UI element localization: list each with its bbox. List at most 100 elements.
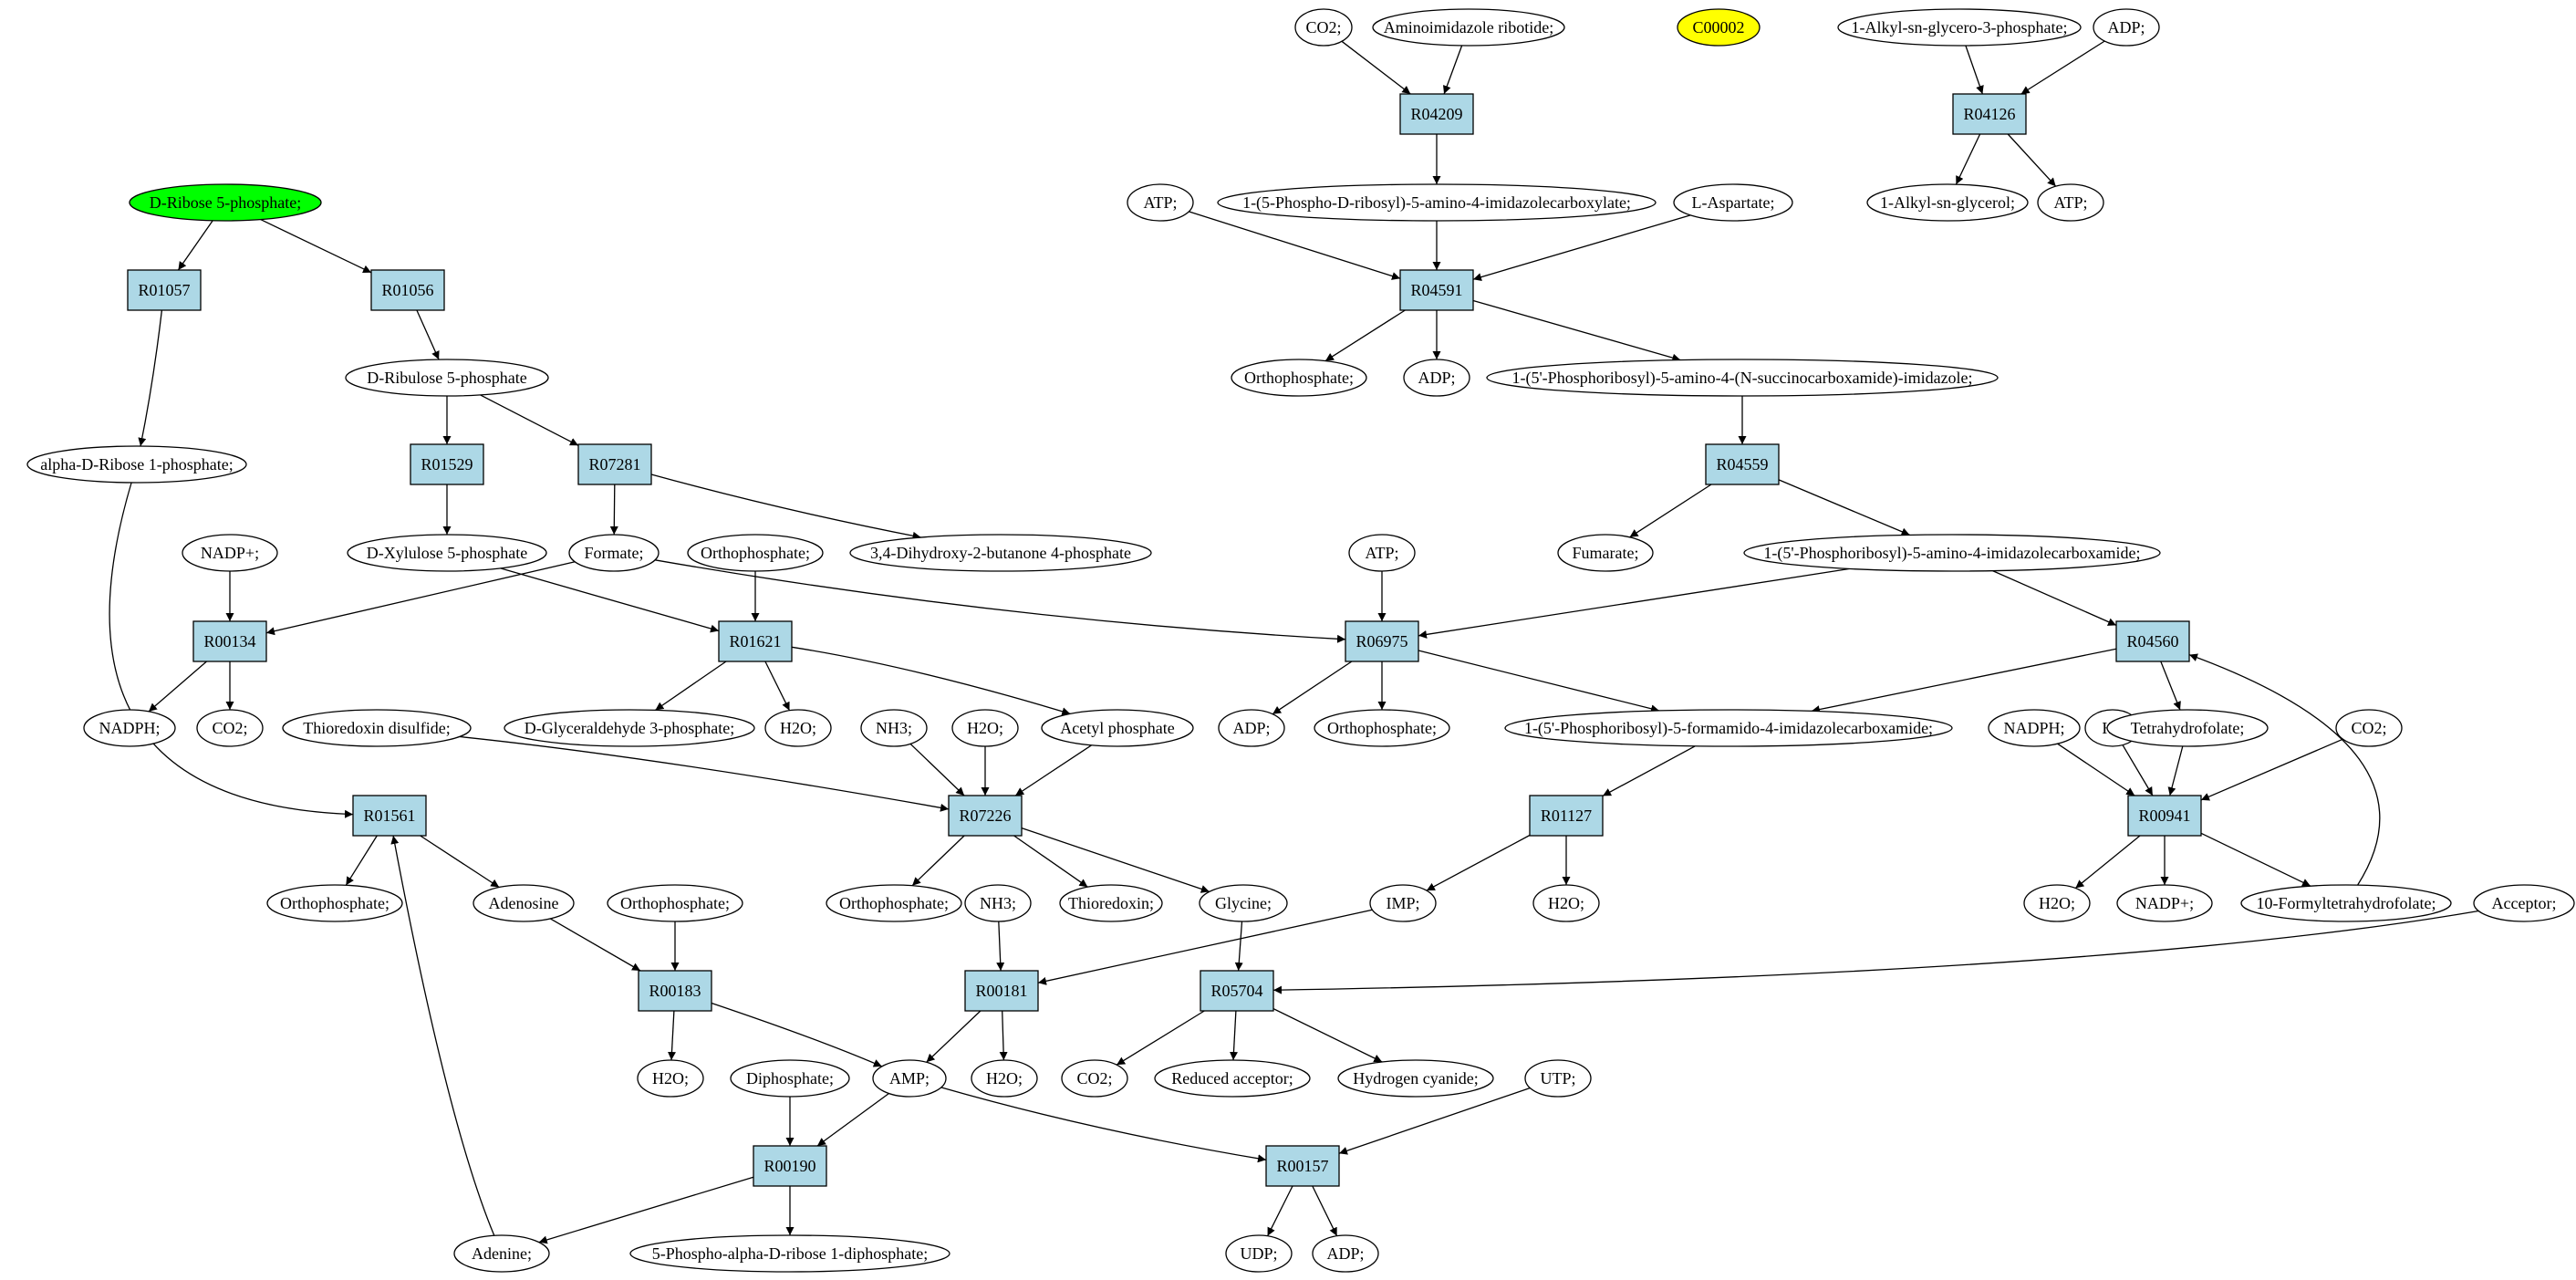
- reaction-box: [1705, 443, 1780, 485]
- edge-adenosine-to-r00183: [549, 918, 641, 972]
- metabolite-node-aspartate[interactable]: L-Aspartate;: [1673, 183, 1793, 222]
- metabolite-node-cair[interactable]: 1-(5-Phospho-D-ribosyl)-5-amino-4-imidaz…: [1217, 183, 1657, 222]
- metabolite-node-adp-1[interactable]: ADP;: [1403, 359, 1470, 397]
- metabolite-node-thioredoxin[interactable]: Thioredoxin;: [1059, 884, 1163, 922]
- metabolite-node-thf[interactable]: Tetrahydrofolate;: [2106, 709, 2269, 747]
- reaction-node-r00181[interactable]: R00181: [964, 970, 1039, 1012]
- metabolite-node-imp[interactable]: IMP;: [1369, 884, 1437, 922]
- metabolite-node-h2o-6[interactable]: H2O;: [971, 1059, 1038, 1098]
- reaction-node-r00157[interactable]: R00157: [1265, 1145, 1340, 1187]
- metabolite-node-amp[interactable]: AMP;: [872, 1059, 947, 1098]
- metabolite-node-prpp[interactable]: 5-Phospho-alpha-D-ribose 1-diphosphate;: [629, 1234, 950, 1273]
- metabolite-node-atp-3[interactable]: ATP;: [1348, 534, 1416, 572]
- metabolite-node-nh3-2[interactable]: NH3;: [964, 884, 1032, 922]
- reaction-node-r01529[interactable]: R01529: [410, 443, 484, 485]
- node-label: Orthophosphate;: [1327, 719, 1437, 737]
- metabolite-node-acetylphosphate[interactable]: Acetyl phosphate: [1041, 709, 1194, 747]
- metabolite-node-ribulose5p[interactable]: D-Ribulose 5-phosphate: [345, 359, 549, 397]
- metabolite-node-fumarate[interactable]: Fumarate;: [1557, 534, 1654, 572]
- metabolite-node-g3p[interactable]: D-Glyceraldehyde 3-phosphate;: [504, 709, 755, 747]
- reaction-node-r04560[interactable]: R04560: [2115, 620, 2190, 662]
- metabolite-node-h2o-5[interactable]: H2O;: [637, 1059, 704, 1098]
- reaction-node-r07281[interactable]: R07281: [577, 443, 652, 485]
- metabolite-node-thioredoxin-disulfide[interactable]: Thioredoxin disulfide;: [282, 709, 472, 747]
- metabolite-node-reduced-acceptor[interactable]: Reduced acceptor;: [1154, 1059, 1311, 1098]
- edge-r01621-to-acetylphosphate: [791, 646, 1071, 716]
- reaction-node-r04209[interactable]: R04209: [1399, 93, 1474, 135]
- reaction-node-r00941[interactable]: R00941: [2127, 795, 2202, 837]
- metabolite-node-ribose1p[interactable]: alpha-D-Ribose 1-phosphate;: [26, 445, 247, 484]
- metabolite-node-alkylg3p[interactable]: 1-Alkyl-sn-glycero-3-phosphate;: [1837, 8, 2082, 47]
- node-label: H2O;: [652, 1069, 689, 1087]
- metabolite-node-udp[interactable]: UDP;: [1225, 1234, 1293, 1273]
- metabolite-node-orthophosphate-3[interactable]: Orthophosphate;: [1314, 709, 1450, 747]
- metabolite-node-orthophosphate-6[interactable]: Orthophosphate;: [826, 884, 962, 922]
- metabolite-node-h2o-2[interactable]: H2O;: [951, 709, 1019, 747]
- metabolite-node-co2-3[interactable]: CO2;: [2335, 709, 2403, 747]
- metabolite-node-co2-top[interactable]: CO2;: [1294, 8, 1353, 47]
- edge-thf-to-r00941: [2167, 745, 2184, 796]
- metabolite-node-atp-1[interactable]: ATP;: [1127, 183, 1194, 222]
- metabolite-node-orthophosphate-1[interactable]: Orthophosphate;: [1231, 359, 1367, 397]
- metabolite-node-adp-2[interactable]: ADP;: [1218, 709, 1285, 747]
- metabolite-node-formylthf[interactable]: 10-Formyltetrahydrofolate;: [2240, 884, 2452, 922]
- metabolite-node-saicar[interactable]: 1-(5'-Phosphoribosyl)-5-amino-4-(N-succi…: [1486, 359, 1999, 397]
- metabolite-node-c00002[interactable]: C00002: [1677, 8, 1761, 47]
- metabolite-node-h2o-1[interactable]: H2O;: [764, 709, 832, 747]
- metabolite-node-co2-4[interactable]: CO2;: [1061, 1059, 1128, 1098]
- metabolite-node-faicar[interactable]: 1-(5'-Phosphoribosyl)-5-formamido-4-imid…: [1504, 709, 1953, 747]
- reaction-node-r00183[interactable]: R00183: [638, 970, 712, 1012]
- reaction-node-r01057[interactable]: R01057: [127, 269, 202, 311]
- reaction-node-r06975[interactable]: R06975: [1345, 620, 1419, 662]
- metabolite-node-orthophosphate-5[interactable]: Orthophosphate;: [607, 884, 743, 922]
- metabolite-node-ribose5p[interactable]: D-Ribose 5-phosphate;: [129, 183, 322, 222]
- metabolite-node-diphosphate[interactable]: Diphosphate;: [730, 1059, 850, 1098]
- edge-utp-to-r00157: [1338, 1087, 1531, 1155]
- edge-aicar-to-r06975: [1418, 567, 1850, 639]
- reaction-node-r01127[interactable]: R01127: [1529, 795, 1604, 837]
- node-label: R07226: [959, 807, 1011, 825]
- metabolite-node-nadpplus-2[interactable]: NADP+;: [2116, 884, 2213, 922]
- metabolite-node-air[interactable]: Aminoimidazole ribotide;: [1372, 8, 1565, 47]
- metabolite-node-dihydroxybutanone[interactable]: 3,4-Dihydroxy-2-butanone 4-phosphate: [849, 534, 1152, 572]
- reaction-node-r07226[interactable]: R07226: [948, 795, 1023, 837]
- metabolite-node-h2o-4[interactable]: H2O;: [2023, 884, 2091, 922]
- metabolite-node-nadph-2[interactable]: NADPH;: [1988, 709, 2081, 747]
- reaction-node-r04126[interactable]: R04126: [1952, 93, 2027, 135]
- metabolite-ellipse: [26, 445, 247, 484]
- metabolite-node-h2o-3[interactable]: H2O;: [1532, 884, 1600, 922]
- metabolite-node-adp-top[interactable]: ADP;: [2093, 8, 2160, 47]
- reaction-node-r01056[interactable]: R01056: [370, 269, 445, 311]
- metabolite-node-nadpplus-1[interactable]: NADP+;: [182, 534, 278, 572]
- reaction-node-r05704[interactable]: R05704: [1200, 970, 1274, 1012]
- node-label: ATP;: [2053, 193, 2087, 212]
- metabolite-node-glycine[interactable]: Glycine;: [1199, 884, 1288, 922]
- node-label: 3,4-Dihydroxy-2-butanone 4-phosphate: [870, 544, 1131, 562]
- metabolite-ellipse: [282, 709, 472, 747]
- metabolite-node-nadph-1[interactable]: NADPH;: [83, 709, 176, 747]
- reaction-node-r00134[interactable]: R00134: [192, 620, 267, 662]
- metabolite-node-adp-3[interactable]: ADP;: [1312, 1234, 1379, 1273]
- metabolite-node-acceptor[interactable]: Acceptor;: [2473, 884, 2575, 922]
- metabolite-node-orthophosphate-2[interactable]: Orthophosphate;: [687, 534, 824, 572]
- metabolite-ellipse: [1372, 8, 1565, 47]
- reaction-node-r01561[interactable]: R01561: [352, 795, 427, 837]
- metabolite-node-adenosine[interactable]: Adenosine: [473, 884, 575, 922]
- reaction-node-r04559[interactable]: R04559: [1705, 443, 1780, 485]
- metabolite-node-xylulose5p[interactable]: D-Xylulose 5-phosphate: [347, 534, 547, 572]
- metabolite-node-atp-2[interactable]: ATP;: [2037, 183, 2104, 222]
- metabolite-node-hcn[interactable]: Hydrogen cyanide;: [1337, 1059, 1494, 1098]
- metabolite-node-orthophosphate-4[interactable]: Orthophosphate;: [266, 884, 403, 922]
- metabolite-node-formate[interactable]: Formate;: [568, 534, 660, 572]
- metabolite-node-adenine[interactable]: Adenine;: [453, 1234, 550, 1273]
- reaction-node-r01621[interactable]: R01621: [718, 620, 793, 662]
- metabolite-node-nh3-1[interactable]: NH3;: [860, 709, 928, 747]
- reaction-node-r00190[interactable]: R00190: [753, 1145, 827, 1187]
- metabolite-node-alkylglycerol[interactable]: 1-Alkyl-sn-glycerol;: [1866, 183, 2029, 222]
- metabolite-node-utp[interactable]: UTP;: [1524, 1059, 1592, 1098]
- edge-r06975-to-adp_2: [1272, 661, 1353, 715]
- metabolite-ellipse: [637, 1059, 704, 1098]
- metabolite-node-co2-2[interactable]: CO2;: [196, 709, 264, 747]
- metabolite-node-aicar[interactable]: 1-(5'-Phosphoribosyl)-5-amino-4-imidazol…: [1743, 534, 2161, 572]
- reaction-node-r04591[interactable]: R04591: [1399, 269, 1474, 311]
